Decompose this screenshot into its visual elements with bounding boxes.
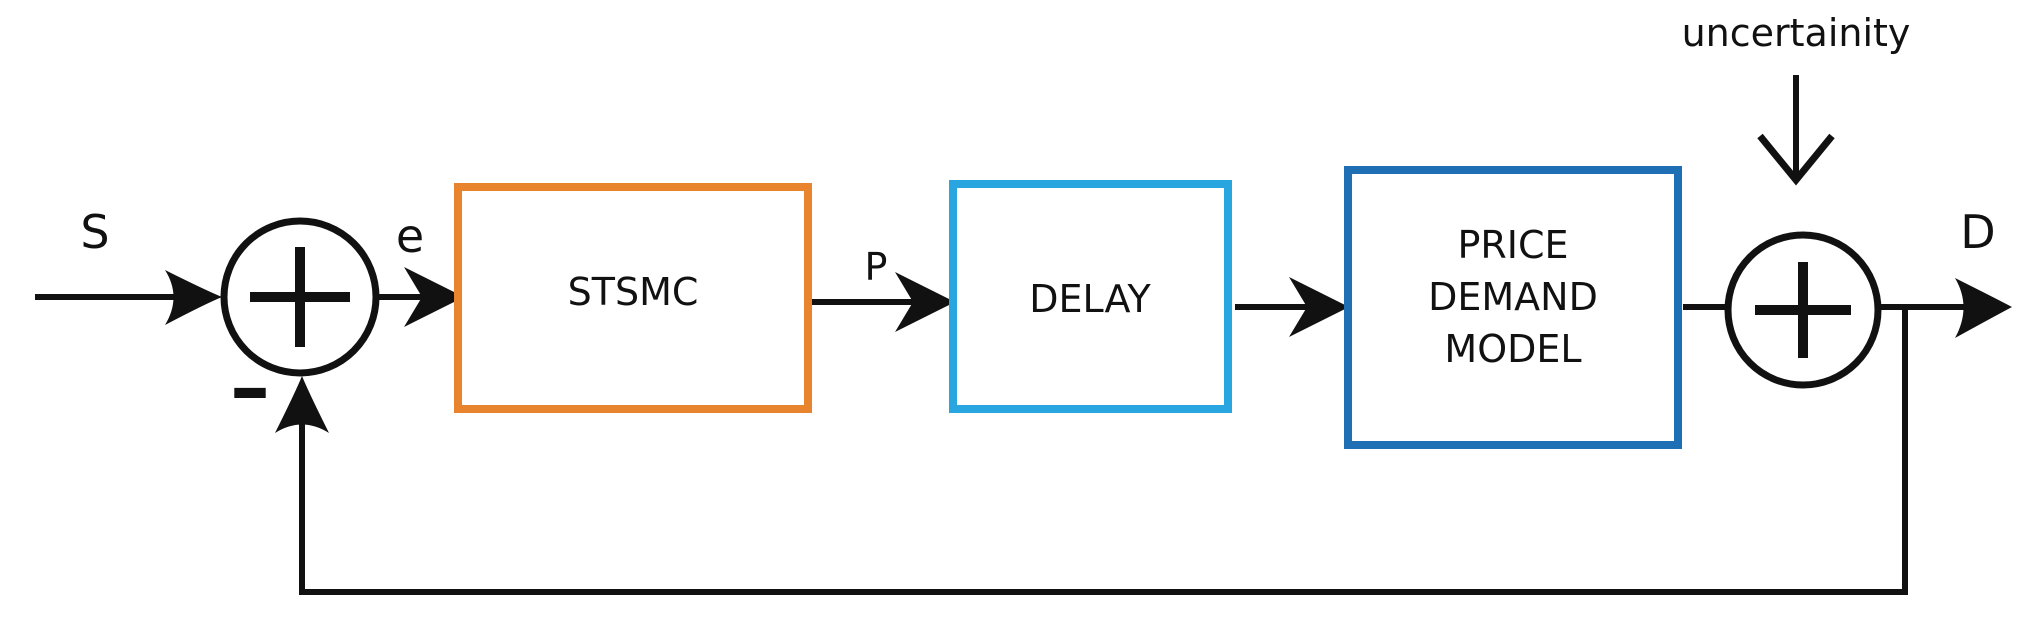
model-label-line-3: MODEL (1444, 327, 1581, 371)
input-signal-label: S (80, 205, 109, 259)
minus-sign: – (230, 341, 270, 434)
price-demand-model-block (1344, 166, 1682, 449)
delay-label: DELAY (1029, 277, 1151, 321)
stsmc-label: STSMC (568, 270, 699, 314)
output-signal-label: D (1960, 205, 1995, 259)
summing-junction-2 (1724, 231, 1882, 389)
feedback-wire (299, 307, 1908, 595)
output-arrowhead (1955, 278, 2012, 338)
model-label-line-2: DEMAND (1428, 275, 1598, 319)
uncertainty-label: uncertainity (1682, 11, 1911, 55)
model-label-line-1: PRICE (1457, 223, 1568, 267)
input-arrowhead (165, 270, 222, 325)
control-signal-label: P (865, 245, 888, 289)
feedback-arrowhead (275, 376, 329, 433)
error-signal-label: e (396, 209, 424, 263)
delay-block (949, 180, 1232, 413)
uncertainty-arrowhead (1757, 133, 1835, 186)
stsmc-block (454, 183, 812, 413)
